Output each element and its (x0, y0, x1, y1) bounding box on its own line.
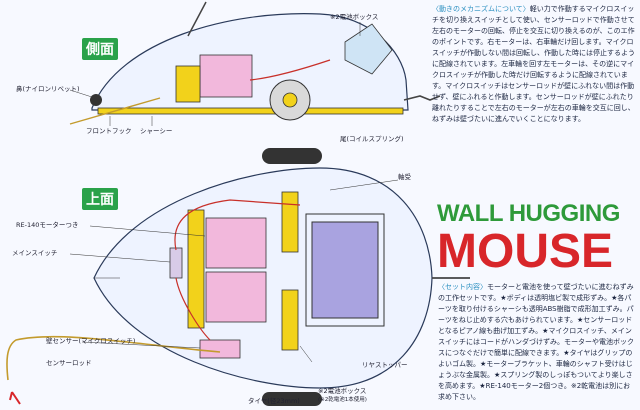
top-view-drawing (6, 148, 470, 406)
side-red-wire (249, 59, 331, 81)
set-heading: 〈セット内容〉 (438, 283, 487, 291)
section-top-view: 上面 (82, 188, 118, 210)
top-motor-upper (205, 217, 267, 269)
motion-arrow (9, 391, 21, 405)
top-shaft-upper (281, 191, 299, 253)
mechanism-body: 軽い力で作動するマイクロスイッチを切り換えスイッチとして使い、センサーロッドで作… (432, 5, 635, 123)
section-side-view: 側面 (82, 38, 118, 60)
label-battery-box-bottom: ※2電池ボックス (318, 387, 367, 395)
label-tire: タイヤ(径23mm) (248, 397, 300, 405)
top-wheel-lower (262, 392, 322, 406)
side-wheel-hub (282, 92, 298, 108)
top-shaft-lower (281, 289, 299, 351)
leader-lines (69, 22, 399, 363)
title-mouse: MOUSE (437, 225, 614, 278)
label-shaft: 軸受 (398, 173, 411, 181)
side-tail-spring (403, 95, 441, 101)
mechanism-text-block: 〈動きのメカニズムについて〉軽い力で作動するマイクロスイッチを切り換えスイッチと… (432, 4, 636, 168)
label-tail-coil-spring: 尾(コイルスプリング) (340, 135, 404, 143)
side-battery-box (344, 23, 393, 75)
side-view-drawing (69, 1, 441, 125)
top-motor-lower (205, 271, 267, 323)
top-battery-box (311, 221, 379, 319)
side-nose-rivet (90, 94, 102, 106)
label-nose-rivet: 鼻(ナイロンリベット) (16, 85, 80, 93)
side-chassis (97, 107, 404, 115)
label-motor: RE-140モーターつき (16, 221, 79, 229)
side-sensor-rod (69, 97, 161, 125)
set-contents-text-block: 〈セット内容〉モーターと電池を使って壁づたいに進むねずみの工作セットです。★ボデ… (438, 282, 636, 408)
top-wall-sensor (199, 339, 241, 359)
title-wall-hugging: WALL HUGGING (437, 200, 620, 227)
top-red-wire (174, 199, 301, 341)
label-battery-box-top: ※2電池ボックス (330, 13, 379, 21)
top-bracket-left (187, 209, 205, 329)
label-battery-note: (※2乾電池1本使用) (318, 397, 367, 403)
mechanism-heading: 〈動きのメカニズムについて〉 (432, 5, 530, 13)
top-main-switch (169, 247, 183, 279)
set-body: モーターと電池を使って壁づたいに進むねずみの工作セットです。★ボディは透明塩ビ製… (438, 283, 634, 401)
side-antenna (187, 1, 207, 37)
side-motor-bracket (175, 65, 201, 103)
label-front-hook: フロントフック (86, 127, 132, 135)
label-sensor-rod: センサーロッド (46, 359, 92, 367)
label-main-switch: メインスイッチ (12, 249, 58, 257)
label-chassis: シャーシー (140, 127, 173, 135)
side-motor (199, 54, 253, 98)
label-wall-sensor: 壁センサー(マイクロスイッチ) (46, 337, 136, 345)
top-wheel-upper (262, 148, 322, 164)
top-battery-frame (305, 213, 385, 327)
label-rear-stopper: リヤストッパー (362, 361, 408, 369)
